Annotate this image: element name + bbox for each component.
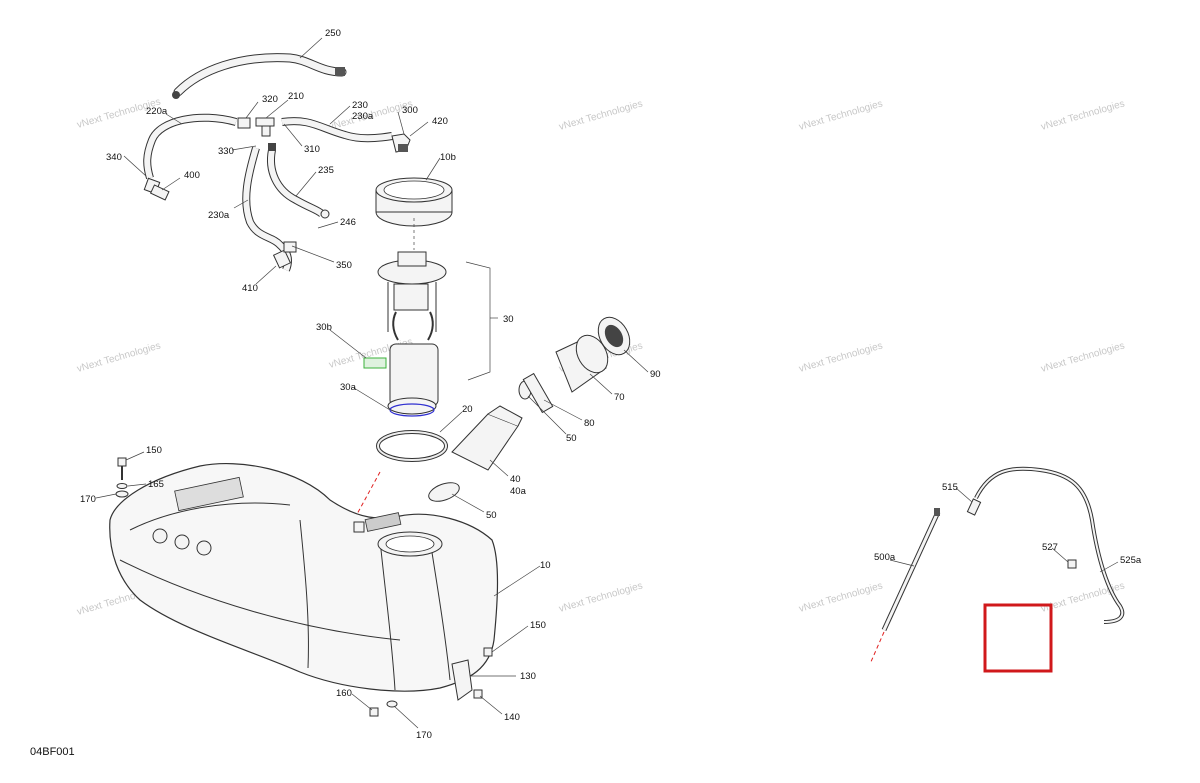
callout-label: 246 — [340, 217, 356, 228]
hose-230 — [281, 117, 393, 143]
clip-527 — [1067, 559, 1077, 569]
callout-label: 30a — [340, 382, 357, 393]
callout-label: 220a — [146, 106, 168, 117]
callout-label: 300 — [402, 105, 418, 116]
callout-label: 170 — [416, 730, 432, 741]
callout-label: 320 — [262, 94, 278, 105]
fuel-pump-module-30 — [363, 251, 447, 417]
callout-label: 10b — [440, 152, 456, 163]
watermark: vNext Technologies — [798, 580, 884, 614]
callout-label: 50 — [486, 510, 497, 521]
callout-label: 170 — [80, 494, 96, 505]
hose-220a — [143, 113, 238, 180]
hose-235 — [267, 143, 330, 219]
watermark: vNext Technologies — [798, 98, 884, 132]
callout-label: 525a — [1120, 555, 1142, 566]
callout-label: 410 — [242, 283, 258, 294]
hose-250 — [172, 53, 347, 99]
callout-label: 330 — [218, 146, 234, 157]
callout-label: 70 — [614, 392, 625, 403]
elbow-300 — [391, 133, 411, 153]
tee-fitting-210 — [237, 117, 275, 137]
filler-neck-40 — [451, 405, 523, 471]
callout-label: 30b — [316, 322, 332, 333]
clamp-50 — [428, 380, 532, 502]
callout-label: 160 — [336, 688, 352, 699]
leader-lines — [95, 37, 1119, 729]
watermark: vNext Technologies — [558, 98, 644, 132]
callout-label: 310 — [304, 144, 320, 155]
drawing-code: 04BF001 — [30, 746, 75, 758]
fuel-cap-90 — [597, 316, 631, 356]
callout-label: 20 — [462, 404, 473, 415]
callout-label: 500a — [874, 552, 896, 563]
gasket-20 — [376, 430, 448, 462]
lock-ring-10b — [375, 177, 453, 227]
bolt-150-left — [115, 457, 129, 498]
callout-label: 340 — [106, 152, 122, 163]
callout-label: 165 — [148, 479, 164, 490]
callout-label: 90 — [650, 369, 661, 380]
callout-label: 400 — [184, 170, 200, 181]
gasket-80 — [522, 372, 554, 414]
callout-label: 80 — [584, 418, 595, 429]
callout-label: 230a — [208, 210, 230, 221]
fitting-410 — [272, 241, 297, 269]
callout-label: 50 — [566, 433, 577, 444]
callout-label: 210 — [288, 91, 304, 102]
callout-label: 140 — [504, 712, 520, 723]
fuel-tank-10 — [109, 463, 499, 692]
filler-housing-70 — [555, 334, 609, 393]
callout-label: 30 — [503, 314, 514, 325]
callout-label: 250 — [325, 28, 341, 39]
callout-label: 515 — [942, 482, 958, 493]
callout-labels: 250 220a 320 210 230 230a 300 420 340 40… — [80, 28, 1142, 741]
watermark: vNext Technologies — [1040, 340, 1126, 374]
watermark: vNext Technologies — [798, 340, 884, 374]
callout-label: 10 — [540, 560, 551, 571]
fitting-400 — [143, 177, 170, 201]
watermark: vNext Technologies — [1040, 98, 1126, 132]
callout-label: 150 — [146, 445, 162, 456]
callout-label: 350 — [336, 260, 352, 271]
highlight-box — [983, 603, 1053, 673]
callout-label: 235 — [318, 165, 334, 176]
callout-label: 230a — [352, 111, 374, 122]
callout-label: 130 — [520, 671, 536, 682]
bolt-140 — [473, 689, 483, 699]
tube-500a — [881, 508, 941, 632]
watermark: vNext Technologies — [558, 580, 644, 614]
watermark: vNext Technologies — [76, 340, 162, 374]
callout-label: 40a — [510, 486, 527, 497]
callout-label: 420 — [432, 116, 448, 127]
nut-160 — [369, 700, 398, 717]
callout-label: 527 — [1042, 542, 1058, 553]
valve-515 — [966, 498, 982, 516]
callout-label: 150 — [530, 620, 546, 631]
hose-525a — [974, 466, 1125, 624]
callout-label: 230 — [352, 100, 368, 111]
callout-label: 40 — [510, 474, 521, 485]
